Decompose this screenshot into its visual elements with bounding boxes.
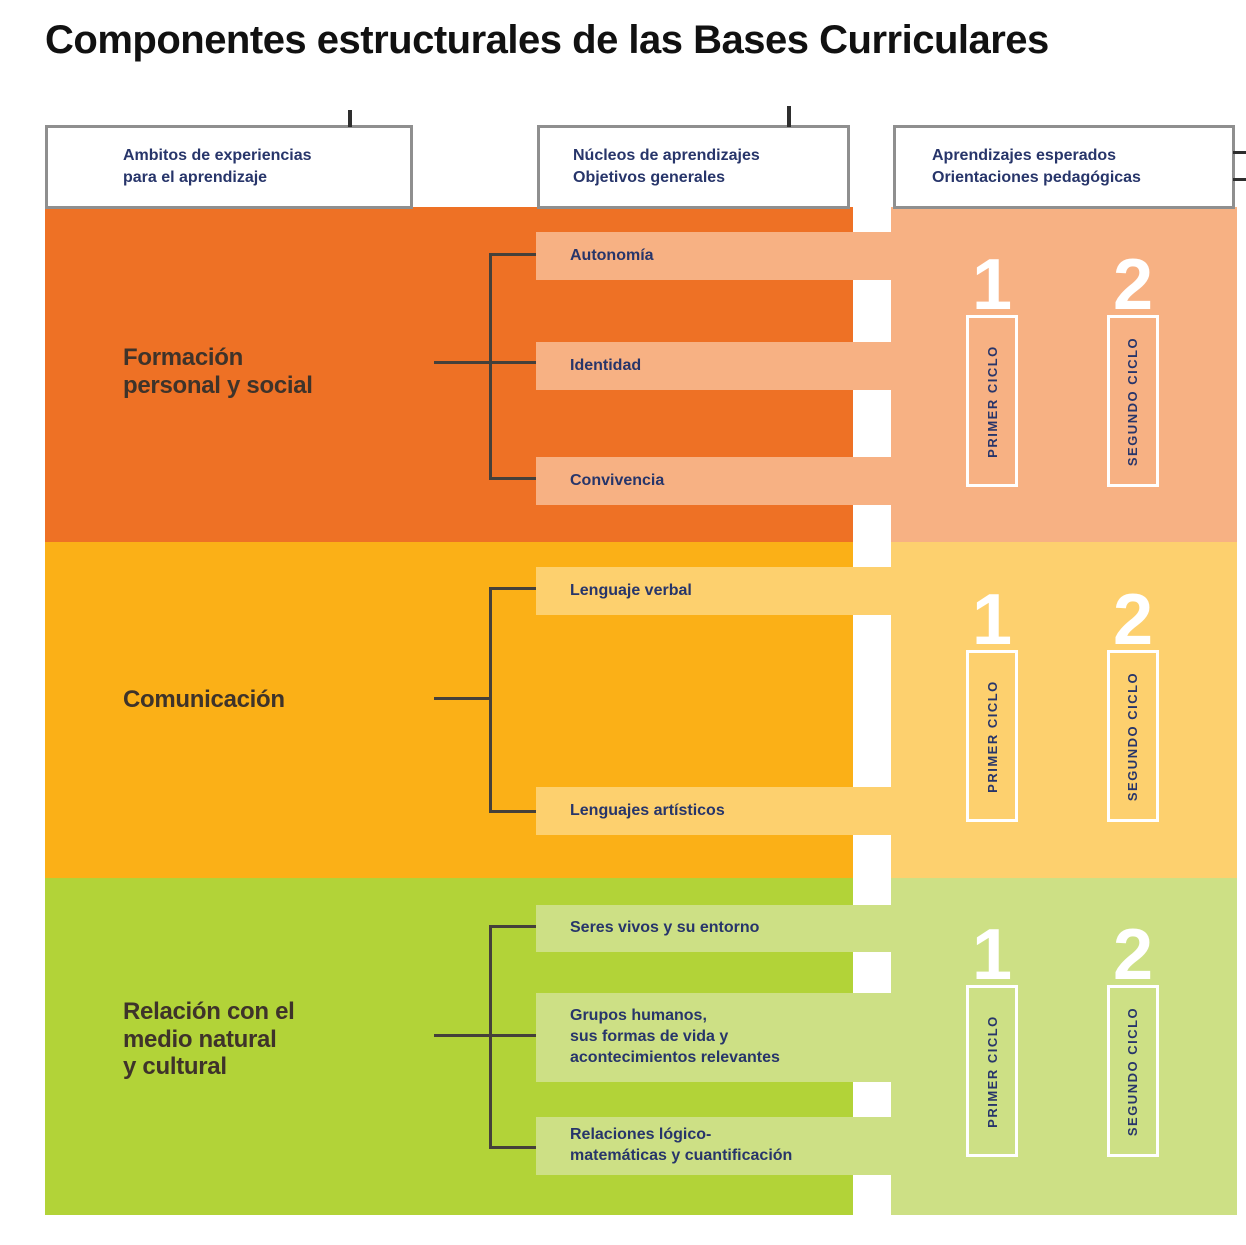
ambito-label-line: Relación con el (123, 998, 295, 1025)
nucleo-bar-relaciones-logico: Relaciones lógico- matemáticas y cuantif… (536, 1117, 891, 1175)
connector-formacion-branch-identidad (489, 361, 549, 364)
connector-comunicacion-branch-artisticos (489, 810, 549, 813)
nucleo-label: Convivencia (570, 471, 665, 489)
nucleo-label: Relaciones lógico- (570, 1126, 712, 1144)
column-header-line: Núcleos de aprendizajes (573, 146, 760, 164)
top-tick-left (348, 110, 352, 127)
ambito-label-line: personal y social (123, 371, 313, 399)
cycle-number-1: 1 (971, 245, 1013, 325)
connector-formacion-vertical (489, 253, 492, 480)
cycle-number-2: 2 (1112, 245, 1154, 325)
cycle-label: PRIMER CICLO (984, 344, 1000, 458)
page-title: Componentes estructurales de las Bases C… (45, 18, 1049, 62)
nucleo-bar-autonomia: Autonomía (536, 232, 891, 280)
column-header-line: Ambitos de experiencias (123, 146, 312, 164)
cycle-label: SEGUNDO CICLO (1125, 1006, 1141, 1136)
connector-formacion-branch-autonomia (489, 253, 549, 256)
nucleo-label: sus formas de vida y (570, 1028, 729, 1046)
connector-formacion-branch-convivencia (489, 477, 549, 480)
right-edge-connector-top (1233, 151, 1246, 154)
cycle-number-2: 2 (1112, 580, 1154, 660)
ambito-label-comunicacion: Comunicación (123, 686, 285, 714)
cycle-label: SEGUNDO CICLO (1125, 336, 1141, 466)
column-header-ambitos: Ambitos de experiencias para el aprendiz… (45, 125, 413, 209)
ambito-label-line: Formación (123, 344, 243, 371)
ambito-label-line: y cultural (123, 1053, 227, 1081)
cycle-label: PRIMER CICLO (984, 1014, 1000, 1128)
nucleo-label: Lenguaje verbal (570, 581, 692, 599)
connector-comunicacion-branch-verbal (489, 587, 549, 590)
nucleo-label: Seres vivos y su entorno (570, 919, 760, 937)
column-header-line: para el aprendizaje (123, 169, 268, 186)
nucleo-label: Lenguajes artísticos (570, 801, 725, 819)
nucleo-label: Autonomía (570, 246, 654, 264)
nucleo-bar-lenguajes-artisticos: Lenguajes artísticos (536, 787, 891, 835)
top-tick-right (787, 106, 791, 127)
panel-comunicacion (891, 542, 1237, 878)
column-header-line: Orientaciones pedagógicas (932, 169, 1141, 186)
ambito-label-relacion: Relación con el medio natural y cultural (123, 998, 295, 1081)
column-header-line: Objetivos generales (573, 169, 726, 186)
nucleo-bar-grupos-humanos: Grupos humanos, sus formas de vida y aco… (536, 993, 891, 1082)
ambito-label-line: medio natural (123, 1025, 277, 1053)
connector-comunicacion-vertical (489, 587, 492, 813)
cycle-box-primer-ciclo: PRIMER CICLO (966, 650, 1018, 822)
cycle-box-segundo-ciclo: SEGUNDO CICLO (1107, 315, 1159, 487)
ambito-label-line: Comunicación (123, 686, 285, 713)
connector-relacion-branch-seres (489, 925, 549, 928)
connector-relacion-branch-grupos (489, 1034, 549, 1037)
connector-relacion-stem (434, 1034, 492, 1037)
connector-relacion-branch-relaciones (489, 1146, 549, 1149)
panel-formacion (891, 207, 1237, 542)
cycle-box-segundo-ciclo: SEGUNDO CICLO (1107, 650, 1159, 822)
connector-formacion-stem (434, 361, 492, 364)
column-header-aprendizajes: Aprendizajes esperados Orientaciones ped… (893, 125, 1235, 209)
column-header-nucleos: Núcleos de aprendizajes Objetivos genera… (537, 125, 850, 209)
cycle-box-segundo-ciclo: SEGUNDO CICLO (1107, 985, 1159, 1157)
nucleo-bar-convivencia: Convivencia (536, 457, 891, 505)
nucleo-bar-identidad: Identidad (536, 342, 891, 390)
cycle-label: PRIMER CICLO (984, 679, 1000, 793)
nucleo-bar-seres-vivos: Seres vivos y su entorno (536, 905, 891, 952)
column-header-line: Aprendizajes esperados (932, 146, 1117, 164)
nucleo-label: acontecimientos relevantes (570, 1048, 780, 1066)
cycle-label: SEGUNDO CICLO (1125, 671, 1141, 801)
connector-relacion-vertical (489, 925, 492, 1149)
right-edge-connector-bottom (1233, 178, 1246, 181)
nucleo-label: Identidad (570, 356, 642, 374)
cycle-number-2: 2 (1112, 915, 1154, 995)
cycle-number-1: 1 (971, 915, 1013, 995)
cycle-number-1: 1 (971, 580, 1013, 660)
nucleo-bar-lenguaje-verbal: Lenguaje verbal (536, 567, 891, 615)
ambito-label-formacion: Formación personal y social (123, 344, 313, 399)
nucleo-label: matemáticas y cuantificación (570, 1147, 793, 1164)
panel-relacion (891, 878, 1237, 1215)
nucleo-label: Grupos humanos, (570, 1007, 707, 1025)
cycle-box-primer-ciclo: PRIMER CICLO (966, 985, 1018, 1157)
cycle-box-primer-ciclo: PRIMER CICLO (966, 315, 1018, 487)
connector-comunicacion-stem (434, 697, 492, 700)
